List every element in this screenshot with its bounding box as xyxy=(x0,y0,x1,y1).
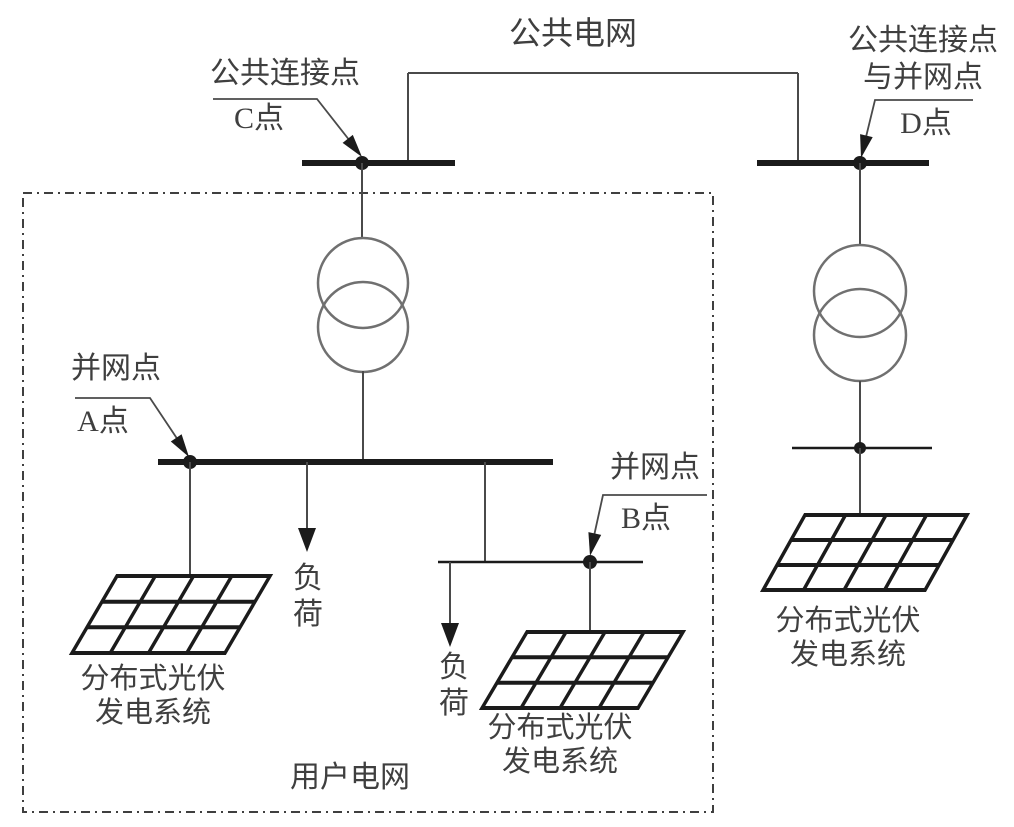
point-c-leader-line xyxy=(213,98,351,142)
pv1-label-line2: 发电系统 xyxy=(94,696,211,729)
point-d-leader-line xyxy=(865,99,973,138)
pv-panel-icon xyxy=(68,574,274,655)
pv2-label-line1: 分布式光伏 xyxy=(487,712,633,744)
point-d-label-line3: D点 xyxy=(900,107,952,140)
point-b-arrowhead-icon xyxy=(588,532,602,556)
point-a-arrowhead-icon xyxy=(170,434,189,457)
public-grid-connection-line xyxy=(407,72,799,160)
pv-panel-icon xyxy=(478,630,687,710)
pv3-label-line2: 发电系统 xyxy=(789,638,906,671)
load1-label: 负荷 xyxy=(293,562,323,631)
pv3-label-line1: 分布式光伏 xyxy=(775,605,921,637)
load1-arrow-icon xyxy=(298,528,316,552)
load2-label: 负荷 xyxy=(439,651,469,720)
pv-panel-icon xyxy=(759,513,971,592)
pv2-label-line2: 发电系统 xyxy=(501,745,618,778)
point-c-arrowhead-icon xyxy=(342,134,362,157)
point-b-label-line1: 并网点 xyxy=(610,451,700,484)
point-c-label-line2: C点 xyxy=(233,102,284,135)
point-d-arrowhead-icon xyxy=(860,134,873,158)
point-a-label-line2: A点 xyxy=(77,405,129,438)
pv3-label: 分布式光伏 发电系统 xyxy=(748,605,948,672)
point-b-label-line2: B点 xyxy=(620,502,671,535)
point-a-label-line1: 并网点 xyxy=(71,352,161,385)
pv1-label-line1: 分布式光伏 xyxy=(80,663,226,695)
point-b-leader-line xyxy=(593,494,707,537)
point-a-leader-line xyxy=(75,397,179,441)
transformer-d-icon xyxy=(812,243,908,339)
point-c-label-line1: 公共连接点 xyxy=(210,57,360,90)
pv2-label: 分布式光伏 发电系统 xyxy=(460,712,660,779)
user-grid-label: 用户电网 xyxy=(290,761,410,794)
point-d-label-line1: 公共连接点 xyxy=(848,24,998,57)
transformer-d-icon xyxy=(812,287,908,383)
public-grid-title: 公共电网 xyxy=(508,15,637,51)
point-d-label-line2: 与并网点 xyxy=(863,61,983,94)
pv1-label: 分布式光伏 发电系统 xyxy=(53,663,253,730)
load2-arrow-icon xyxy=(441,623,459,647)
transformer-c-icon xyxy=(316,236,410,330)
user-grid-boundary xyxy=(22,192,714,813)
